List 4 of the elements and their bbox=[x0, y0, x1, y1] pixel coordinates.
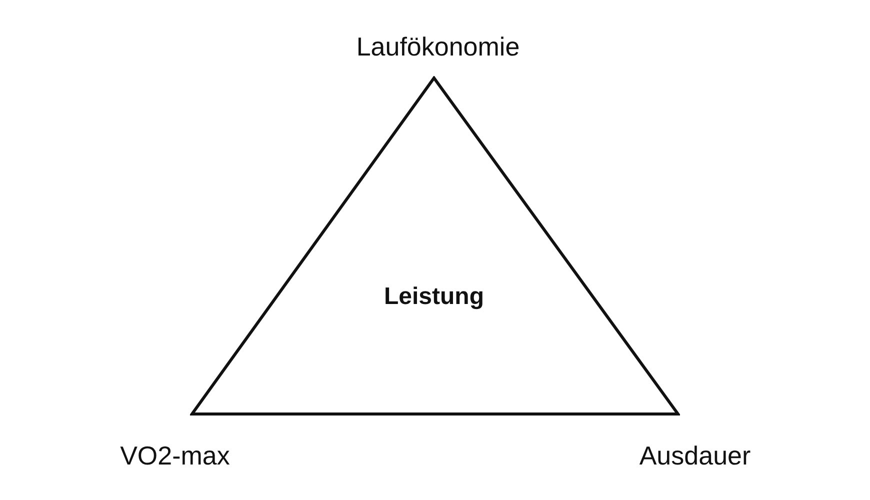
vertex-label: VO2-max bbox=[120, 440, 230, 472]
vertex-label: Laufökonomie bbox=[356, 32, 520, 62]
vertex-label: Ausdauer bbox=[639, 440, 751, 472]
center-label: Leistung bbox=[384, 283, 484, 311]
